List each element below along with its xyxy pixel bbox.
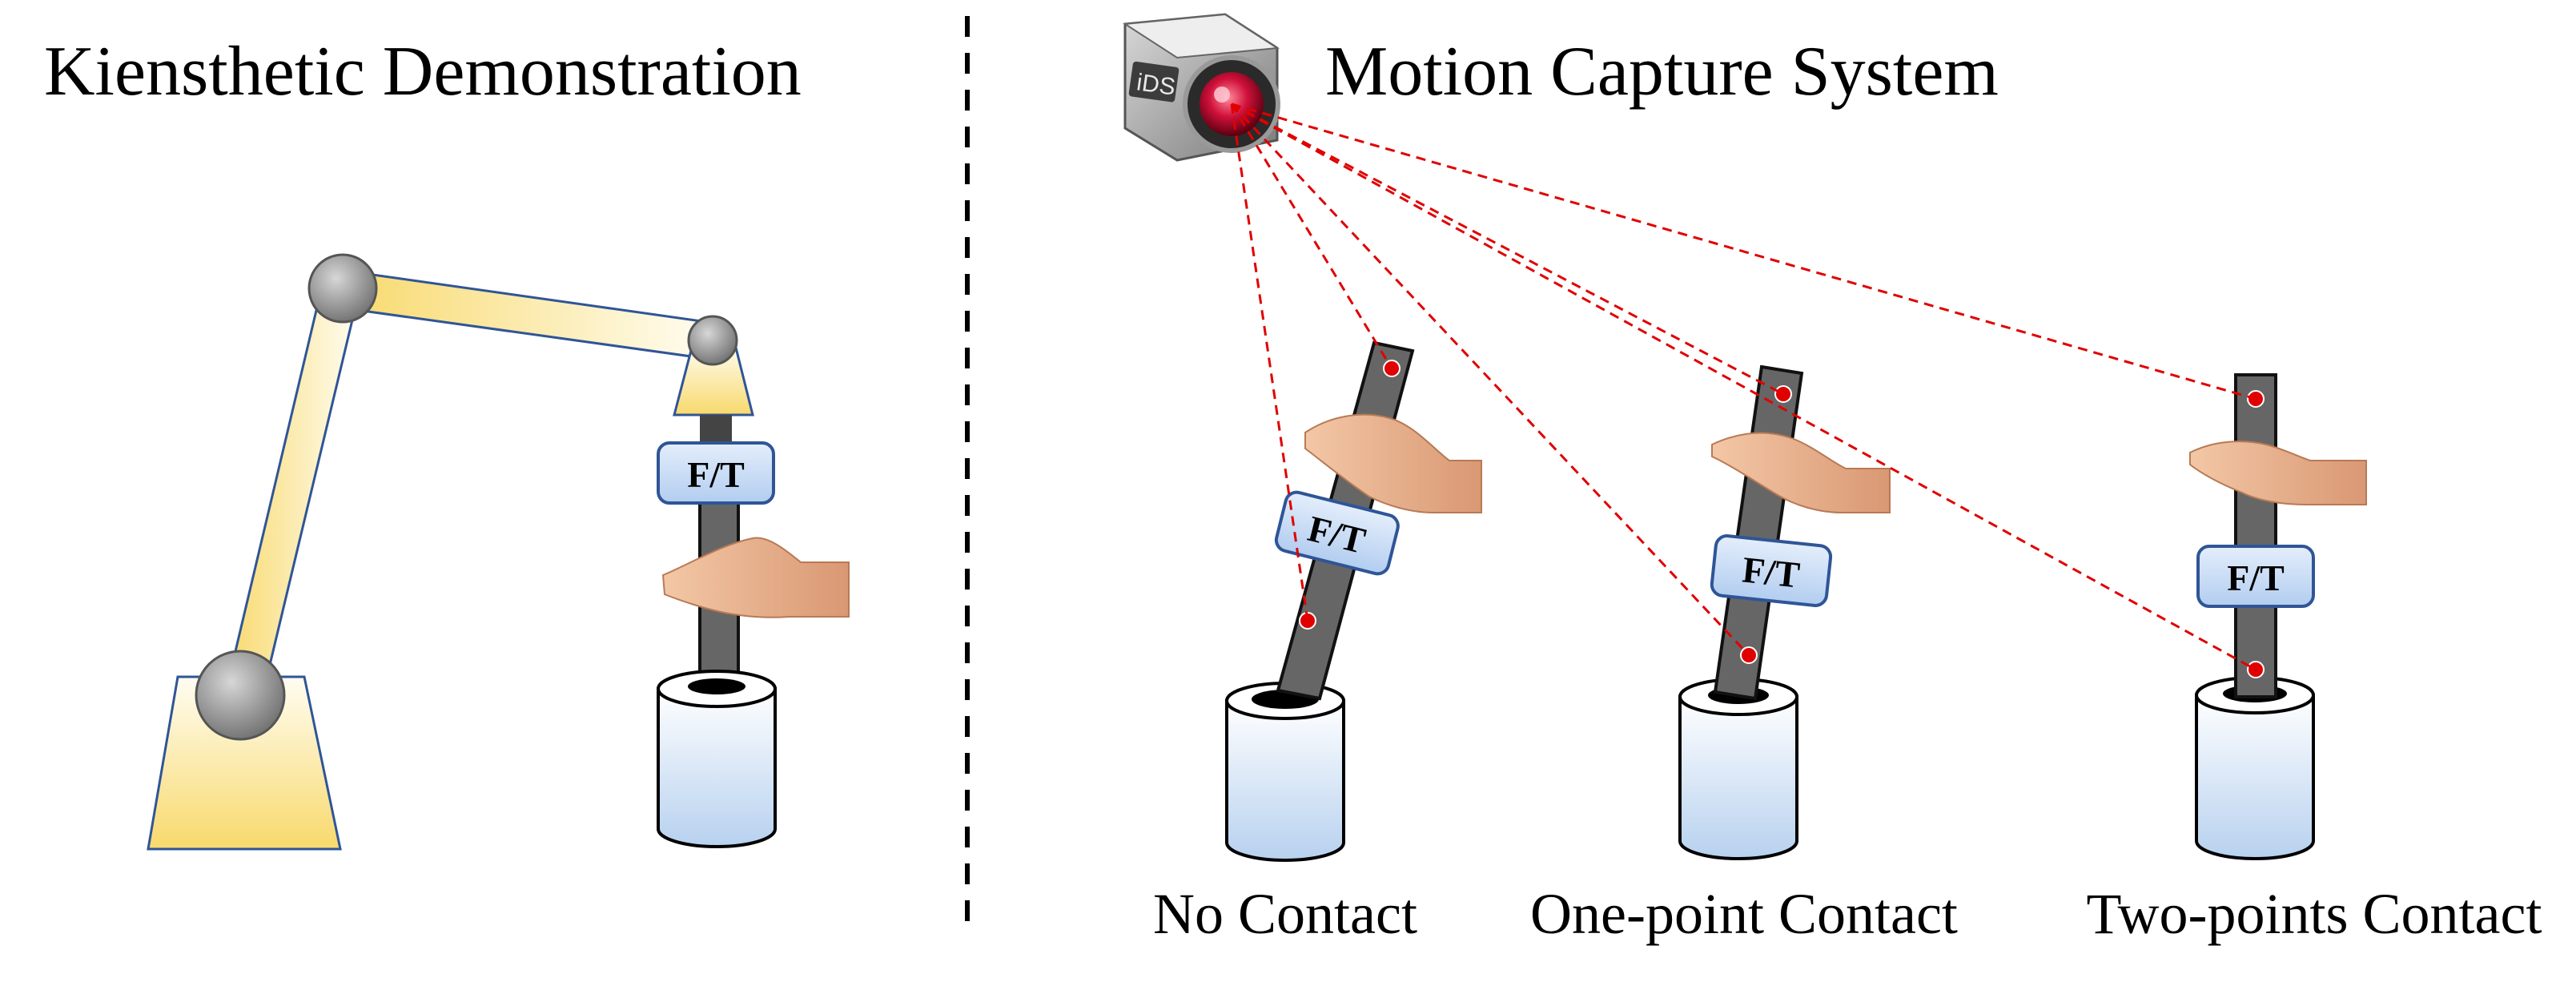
hand-no-contact <box>1304 413 1482 513</box>
peg-two-points-contact <box>2234 373 2277 698</box>
tracking-line-two-points-bottom <box>1231 103 2257 671</box>
tracking-line-no-contact-bottom <box>1230 103 1309 622</box>
marker-one-point-top <box>1774 385 1792 403</box>
tracking-line-one-point-top <box>1231 103 1784 396</box>
caption-two-points-contact: Two-points Contact <box>2087 882 2542 946</box>
peg-one-point-contact <box>1713 364 1804 701</box>
left-peg-assembly: F/T <box>657 415 850 848</box>
left-ft-label: F/T <box>687 454 745 495</box>
tracking-line-two-points-top <box>1231 103 2257 400</box>
robot-arm <box>147 253 754 851</box>
left-panel-title: Kiensthetic Demonstration <box>44 33 802 111</box>
robot-base-joint <box>195 650 286 741</box>
hole-one-point-contact <box>1678 678 1798 860</box>
tracking-lines <box>1230 103 2257 671</box>
tracking-line-no-contact-top <box>1230 103 1393 369</box>
robot-upper-link <box>338 269 714 360</box>
robot-shoulder-joint <box>307 253 378 324</box>
ft-label-one-point-contact: F/T <box>1740 549 1802 595</box>
hole-no-contact <box>1225 682 1345 862</box>
scenario-two-points-contact: F/T Two-points Contact <box>2087 373 2542 946</box>
hole-two-points-contact <box>2195 676 2315 860</box>
left-ft-sensor: F/T <box>657 441 775 505</box>
hand-two-points-contact <box>2189 441 2367 505</box>
ft-one-point-contact: F/T <box>1710 534 1833 607</box>
tracking-line-one-point-bottom <box>1230 103 1750 657</box>
ft-two-points-contact: F/T <box>2196 545 2315 608</box>
ft-no-contact: F/T <box>1274 490 1400 576</box>
right-panel-title: Motion Capture System <box>1325 33 1999 111</box>
robot-wrist-joint <box>687 315 738 366</box>
robot-lower-link <box>223 285 360 706</box>
scenario-one-point-contact: F/T One-point Contact <box>1530 364 1958 946</box>
caption-one-point-contact: One-point Contact <box>1530 882 1958 946</box>
caption-no-contact: No Contact <box>1153 882 1417 946</box>
camera-brand-label: iDS <box>1135 69 1176 100</box>
hand-one-point-contact <box>1711 432 1891 513</box>
scenario-no-contact: F/T No Contact <box>1153 340 1482 946</box>
camera-icon: iDS <box>1123 13 1280 162</box>
left-hand-icon <box>661 537 850 618</box>
left-hole <box>657 670 777 848</box>
ft-label-two-points-contact: F/T <box>2227 557 2285 598</box>
